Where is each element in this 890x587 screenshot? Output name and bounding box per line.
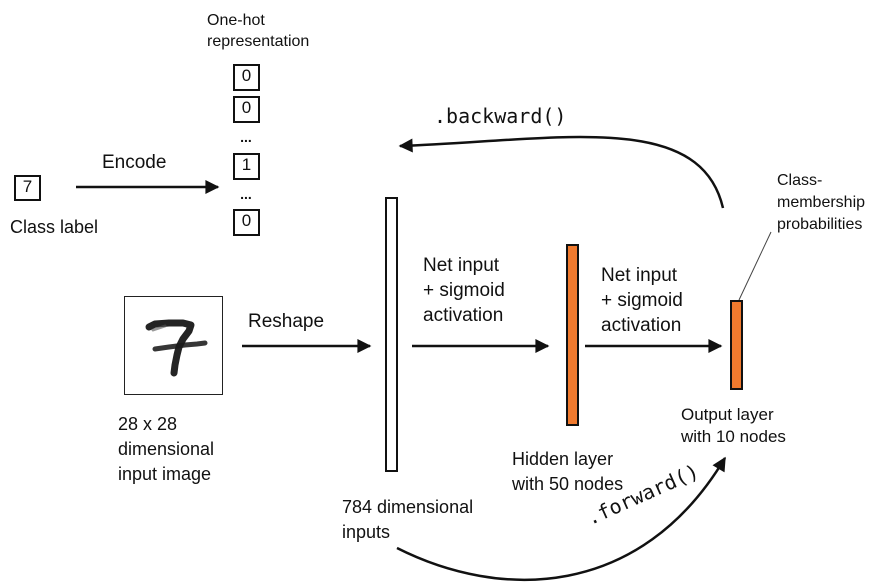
one-hot-cell: 0: [233, 96, 260, 123]
input-layer-bar: [385, 197, 398, 472]
one-hot-title-line1: One-hot: [207, 12, 265, 29]
probabilities-pointer: [738, 231, 772, 301]
input-image-caption: 28 x 28 dimensional input image: [118, 412, 214, 487]
one-hot-cell: 0: [233, 209, 260, 236]
hidden-layer-caption-line2: with 50 nodes: [512, 474, 624, 494]
input-image-caption-line2: dimensional: [118, 439, 215, 459]
handwritten-seven-image: [124, 296, 223, 395]
output-step-line2: + sigmoid: [601, 290, 683, 311]
hidden-step-line2: + sigmoid: [423, 280, 505, 301]
input-layer-caption: 784 dimensional inputs: [342, 495, 473, 545]
probabilities-line1: Class-: [777, 172, 823, 189]
input-image-caption-line1: 28 x 28: [118, 414, 178, 434]
output-step-label: Net input + sigmoid activation: [601, 263, 683, 338]
probabilities-line3: probabilities: [777, 216, 863, 233]
one-hot-cell: 0: [233, 64, 260, 91]
hidden-step-line3: activation: [423, 305, 504, 326]
class-label-caption: Class label: [10, 217, 99, 237]
one-hot-title: One-hot representation: [207, 10, 309, 52]
backward-arrow: [398, 135, 725, 209]
class-label-box: 7: [14, 175, 41, 201]
output-step-line1: Net input: [601, 265, 678, 286]
output-layer-caption: Output layer with 10 nodes: [681, 404, 786, 448]
one-hot-cell-active: 1: [233, 153, 260, 180]
probabilities-label: Class- membership probabilities: [777, 170, 865, 236]
hidden-layer-caption: Hidden layer with 50 nodes: [512, 447, 623, 497]
output-step-line3: activation: [601, 315, 682, 336]
hidden-layer-bar: [566, 244, 579, 426]
input-layer-caption-line1: 784 dimensional: [342, 497, 474, 517]
output-layer-caption-line2: with 10 nodes: [681, 427, 786, 446]
hidden-layer-caption-line1: Hidden layer: [512, 449, 614, 469]
one-hot-title-line2: representation: [207, 33, 310, 50]
input-image-caption-line3: input image: [118, 464, 212, 484]
probabilities-line2: membership: [777, 194, 866, 211]
backward-label: .backward(): [434, 104, 567, 128]
output-layer-bar: [730, 300, 743, 390]
one-hot-ellipsis: ...: [240, 129, 252, 145]
one-hot-ellipsis: ...: [240, 186, 252, 202]
output-layer-caption-line1: Output layer: [681, 405, 774, 424]
encode-label: Encode: [102, 152, 167, 173]
forward-arrow: [396, 456, 727, 582]
handwritten-seven-icon: [145, 319, 208, 377]
hidden-step-label: Net input + sigmoid activation: [423, 253, 505, 328]
hidden-step-line1: Net input: [423, 255, 500, 276]
reshape-label: Reshape: [248, 311, 325, 332]
input-layer-caption-line2: inputs: [342, 522, 391, 542]
